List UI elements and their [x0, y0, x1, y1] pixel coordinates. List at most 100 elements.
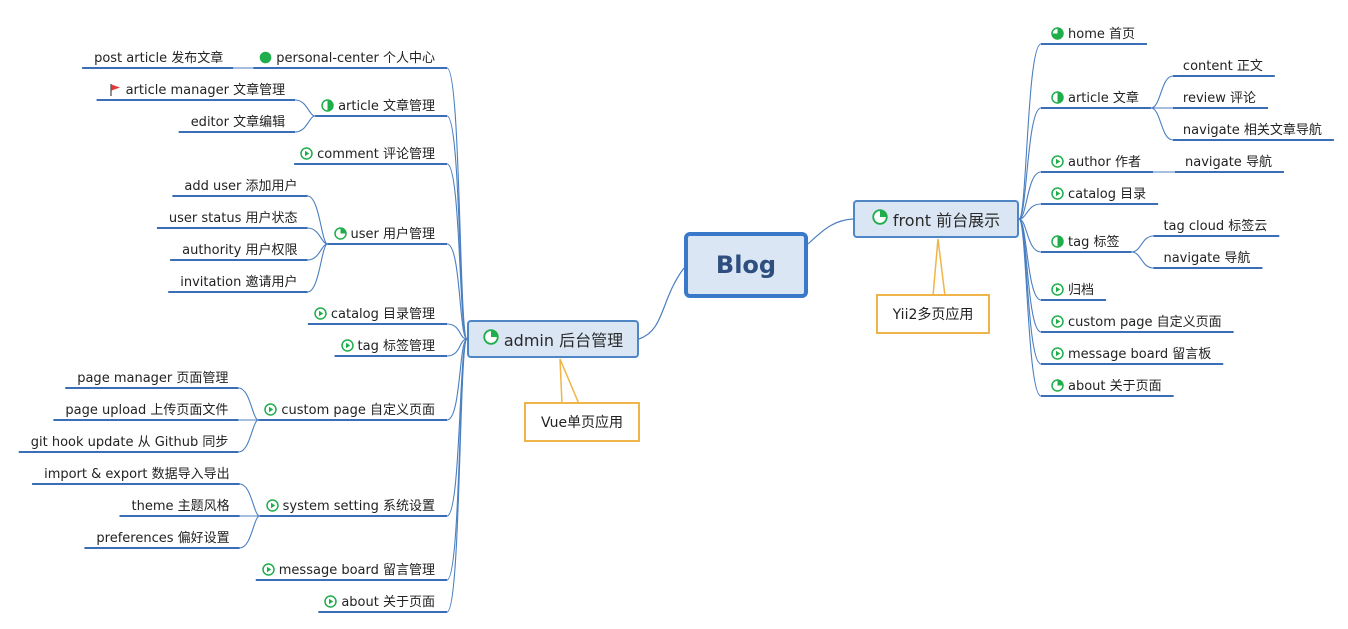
front-topic-custom-label: custom page 自定义页面: [1068, 315, 1222, 330]
front-topic-message[interactable]: message board 留言板: [1051, 347, 1211, 365]
central-topic-blog[interactable]: Blog: [684, 232, 808, 298]
admin-subtopic-editor[interactable]: editor 文章编辑: [191, 115, 285, 131]
admin-subtopic-add[interactable]: add user 添加用户: [184, 179, 297, 195]
progress-quarter-icon: [872, 209, 888, 229]
front-callout-label: Yii2多页应用: [892, 307, 974, 323]
progress-half-icon: [1051, 235, 1064, 253]
admin-topic-message-label: message board 留言管理: [278, 563, 435, 578]
admin-topic-about[interactable]: about 关于页面: [324, 595, 435, 613]
main-topic-admin[interactable]: admin 后台管理: [467, 320, 639, 358]
front-topic-tag-label: tag 标签: [1068, 235, 1120, 250]
admin-subtopic-article-label: article manager 文章管理: [125, 83, 286, 98]
admin-topic-article[interactable]: article 文章管理: [321, 99, 435, 117]
connector-admin-3-3: [307, 243, 329, 293]
admin-topic-catalog-label: catalog 目录管理: [330, 307, 435, 322]
front-topic-article[interactable]: article 文章: [1051, 91, 1139, 109]
admin-topic-tag[interactable]: tag 标签管理: [340, 339, 435, 357]
progress-half-icon: [321, 99, 334, 117]
connector-admin-0: [446, 67, 468, 340]
connector-admin-6-0: [238, 387, 259, 421]
front-topic-tag[interactable]: tag 标签: [1051, 235, 1119, 253]
admin-topic-custom[interactable]: custom page 自定义页面: [264, 403, 435, 421]
admin-topic-personal-center[interactable]: personal-center 个人中心: [259, 51, 435, 69]
front-topic-about[interactable]: about 关于页面: [1051, 379, 1162, 397]
front-subtopic-content[interactable]: content 正文: [1183, 59, 1263, 75]
front-subtopic-navigate[interactable]: navigate 相关文章导航: [1183, 123, 1322, 139]
main-topic-front[interactable]: front 前台展示: [853, 200, 1019, 238]
admin-subtopic-theme[interactable]: theme 主题风格: [132, 499, 230, 515]
front-subtopic-navigate[interactable]: navigate 导航: [1163, 251, 1250, 267]
play-icon: [314, 307, 327, 325]
front-topic-about-label: about 关于页面: [1068, 379, 1162, 394]
admin-subtopic-git[interactable]: git hook update 从 Github 同步: [31, 435, 229, 451]
play-icon: [264, 403, 278, 421]
admin-topic-catalog[interactable]: catalog 目录管理: [314, 307, 435, 325]
connector-front-1: [1018, 107, 1042, 220]
progress-quarter-icon: [483, 329, 499, 349]
progress-quarter-icon: [333, 227, 347, 245]
admin-subtopic-preferences[interactable]: preferences 偏好设置: [96, 531, 229, 547]
admin-topic-message[interactable]: message board 留言管理: [262, 563, 435, 581]
connector-front-2: [1018, 171, 1042, 220]
front-subtopic-navigate[interactable]: navigate 导航: [1185, 155, 1272, 171]
admin-subtopic-preferences-label: preferences 偏好设置: [96, 531, 230, 546]
front-subtopic-tag[interactable]: tag cloud 标签云: [1163, 219, 1267, 235]
connector-admin-3-2: [307, 243, 328, 261]
front-topic-custom[interactable]: custom page 自定义页面: [1051, 315, 1222, 333]
connector-admin-6: [446, 338, 468, 421]
play-icon: [340, 339, 354, 357]
front-topic-catalog[interactable]: catalog 目录: [1051, 187, 1146, 205]
progress-quarter-icon: [1051, 379, 1064, 397]
play-icon: [300, 147, 313, 165]
admin-subtopic-invitation-label: invitation 邀请用户: [180, 275, 298, 290]
admin-subtopic-theme-label: theme 主题风格: [131, 499, 230, 514]
connector-admin-3: [446, 243, 468, 340]
admin-subtopic-authority[interactable]: authority 用户权限: [182, 243, 297, 259]
connector-central-admin: [638, 267, 685, 340]
admin-subtopic-article[interactable]: article manager 文章管理: [109, 83, 285, 101]
front-subtopic-tag-label: tag cloud 标签云: [1163, 219, 1268, 234]
front-topic-item[interactable]: 归档: [1051, 283, 1094, 301]
admin-subtopic-page[interactable]: page upload 上传页面文件: [65, 403, 228, 419]
play-icon: [1051, 155, 1064, 173]
admin-subtopic-page[interactable]: page manager 页面管理: [77, 371, 228, 387]
admin-topic-comment-label: comment 评论管理: [317, 147, 435, 162]
connector-admin-7-0: [239, 483, 260, 517]
connector-front-8: [1018, 218, 1042, 397]
front-subtopic-navigate-label: navigate 导航: [1163, 251, 1251, 266]
admin-topic-comment[interactable]: comment 评论管理: [300, 147, 435, 165]
connector-admin-3-1: [307, 227, 328, 245]
admin-subtopic-page-label: page manager 页面管理: [77, 371, 229, 386]
play-icon: [265, 499, 279, 517]
admin-subtopic-import-label: import & export 数据导入导出: [44, 467, 230, 482]
connector-admin-4: [446, 323, 468, 340]
admin-callout[interactable]: Vue单页应用: [524, 402, 640, 442]
connector-front-1-0: [1150, 75, 1174, 109]
front-topic-author[interactable]: author 作者: [1051, 155, 1141, 173]
admin-topic-tag-label: tag 标签管理: [357, 339, 435, 354]
front-topic-home[interactable]: home 首页: [1051, 27, 1135, 45]
front-topic-message-label: message board 留言板: [1068, 347, 1212, 362]
connector-front-0: [1018, 43, 1042, 220]
central-topic-label: Blog: [715, 251, 777, 279]
front-subtopic-review[interactable]: review 评论: [1183, 91, 1256, 107]
admin-topic-user[interactable]: user 用户管理: [333, 227, 436, 245]
admin-subtopic-user[interactable]: user status 用户状态: [169, 211, 298, 227]
admin-topic-personal-center-label: personal-center 个人中心: [276, 51, 435, 66]
play-icon: [1051, 187, 1064, 205]
admin-subtopic-post[interactable]: post article 发布文章: [94, 51, 223, 67]
connector-admin-1-0: [295, 99, 316, 117]
admin-subtopic-invitation[interactable]: invitation 邀请用户: [180, 275, 297, 291]
admin-topic-system[interactable]: system setting 系统设置: [265, 499, 435, 517]
admin-callout-label: Vue单页应用: [540, 415, 624, 431]
front-subtopic-review-label: review 评论: [1182, 91, 1257, 106]
admin-subtopic-git-label: git hook update 从 Github 同步: [30, 435, 229, 450]
front-callout[interactable]: Yii2多页应用: [876, 294, 990, 334]
admin-subtopic-import[interactable]: import & export 数据导入导出: [44, 467, 230, 483]
admin-subtopic-add-label: add user 添加用户: [184, 179, 298, 194]
admin-subtopic-page-label: page upload 上传页面文件: [65, 403, 229, 418]
admin-subtopic-post-label: post article 发布文章: [94, 51, 224, 66]
admin-topic-user-label: user 用户管理: [350, 227, 436, 242]
front-topic-article-label: article 文章: [1068, 91, 1139, 106]
